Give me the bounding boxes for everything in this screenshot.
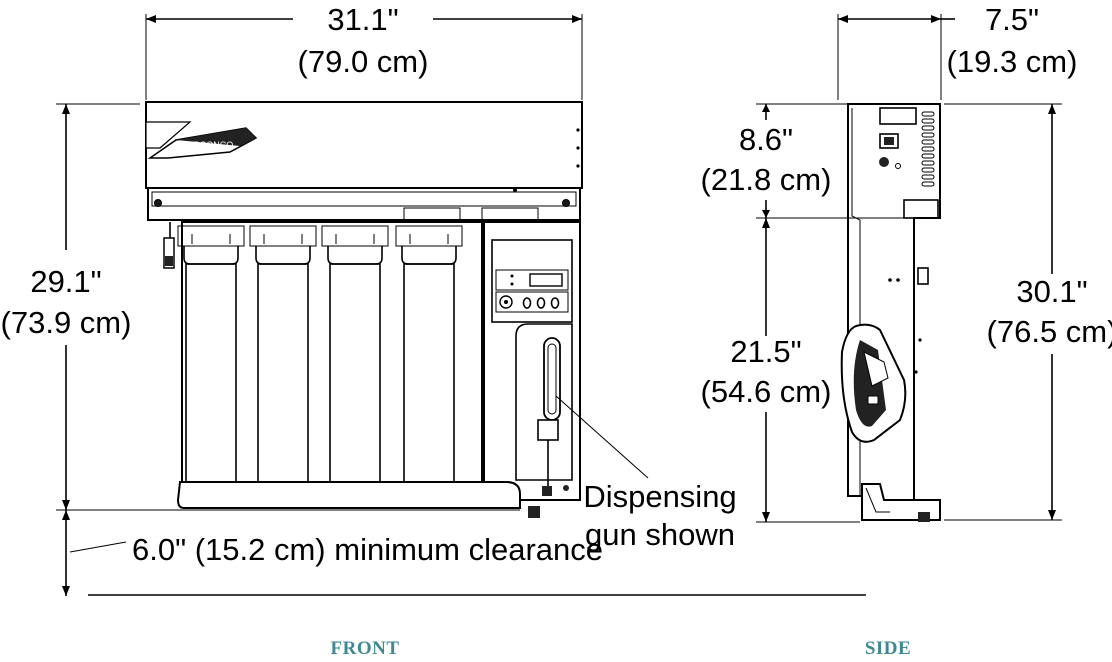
gun-note-line2: gun shown <box>585 517 735 552</box>
side-dispensing-gun <box>840 323 907 443</box>
filter-cartridges <box>163 221 483 485</box>
labconco-logo: LABCONCO <box>147 127 258 159</box>
gun-note-line1: Dispensing <box>583 479 736 514</box>
side-base-tray <box>861 483 941 522</box>
side-lower-inches: 21.5" <box>730 334 801 369</box>
clearance-note: 6.0" (15.2 cm) minimum clearance <box>132 532 603 567</box>
side-total-inches: 30.1" <box>1016 274 1087 309</box>
drip-tray <box>176 481 540 518</box>
side-lower-cm: (54.6 cm) <box>701 374 832 409</box>
control-buttons <box>499 295 560 309</box>
front-view-label: FRONT <box>331 638 400 659</box>
side-lower-dimension: 21.5" (54.6 cm) <box>701 218 860 523</box>
side-depth-dimension: 7.5" (19.3 cm) <box>837 2 1078 100</box>
side-total-cm: (76.5 cm) <box>987 314 1112 349</box>
front-hood: LABCONCO <box>145 101 583 189</box>
logo-text: LABCONCO <box>183 140 234 150</box>
dispensing-gun-holder <box>515 323 573 496</box>
side-unit-body <box>847 103 941 521</box>
front-view: 31.1" (79.0 cm) 29.1" (73.9 cm) 6.0" (15… <box>1 2 866 659</box>
gun-callout: Dispensing gun shown <box>555 395 737 552</box>
clearance-dimension: 6.0" (15.2 cm) minimum clearance <box>56 509 866 596</box>
front-width-dimension: 31.1" (79.0 cm) <box>145 2 583 100</box>
front-width-cm: (79.0 cm) <box>298 44 429 79</box>
front-height-dimension: 29.1" (73.9 cm) <box>1 103 140 510</box>
side-upper-dimension: 8.6" (21.8 cm) <box>701 103 848 219</box>
control-housing <box>483 221 581 501</box>
front-height-cm: (73.9 cm) <box>1 305 132 340</box>
front-height-inches: 29.1" <box>30 264 101 299</box>
side-vent-slots <box>921 111 935 187</box>
side-view: 7.5" (19.3 cm) 8.6" (21.8 cm) 21.5" (54.… <box>701 2 1112 659</box>
side-depth-inches: 7.5" <box>985 2 1039 37</box>
side-upper-inches: 8.6" <box>739 122 793 157</box>
front-rail <box>147 187 581 221</box>
side-upper-cm: (21.8 cm) <box>701 162 832 197</box>
front-width-inches: 31.1" <box>327 2 398 37</box>
inlet-fitting <box>163 222 175 269</box>
side-view-label: SIDE <box>865 638 911 659</box>
side-depth-cm: (19.3 cm) <box>947 44 1078 79</box>
side-total-dimension: 30.1" (76.5 cm) <box>944 103 1112 521</box>
